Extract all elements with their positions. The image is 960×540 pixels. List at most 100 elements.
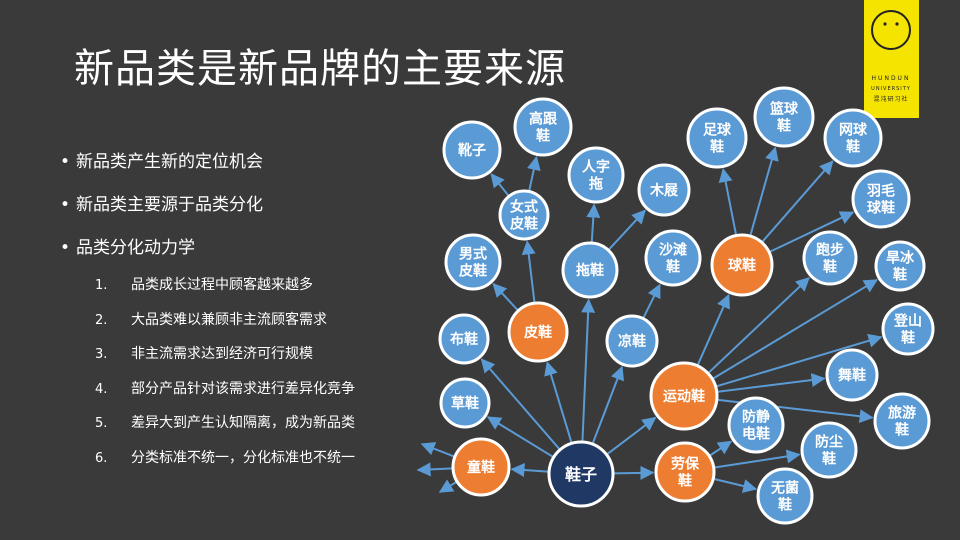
node-label: 运动鞋 <box>663 388 705 405</box>
step-item: 2. 大品类难以兼顾非主流顾客需求 <box>95 307 355 342</box>
step-number: 5. <box>95 416 108 431</box>
edge-yundong-hanbing <box>711 279 879 380</box>
bullet-item: •新品类主要源于品类分化 <box>60 191 263 234</box>
step-text: 品类成长过程中顾客越来越多 <box>131 277 313 293</box>
edge-xiezi-tuoxie <box>581 298 596 443</box>
node-xuezi: 靴子 <box>442 120 502 180</box>
bullet-text: 新品类主要源于品类分化 <box>76 195 263 215</box>
node-label: 人字 <box>582 159 610 176</box>
node-circle <box>823 108 883 168</box>
edge-tuoxie-renzituo <box>586 203 601 244</box>
node-label: 网球 <box>839 122 868 139</box>
node-circle <box>686 107 748 169</box>
node-dengshan: 登山鞋 <box>881 302 935 356</box>
node-label: 足球 <box>703 122 732 139</box>
node-buxie: 布鞋 <box>438 313 490 365</box>
step-item: 4.部分产品针对该需求进行差异化竞争 <box>95 376 355 411</box>
step-item: 1. 品类成长过程中顾客越来越多 <box>95 272 355 307</box>
node-circle <box>802 230 858 286</box>
bullet-dot: • <box>60 238 71 258</box>
bullet-text: 新品类产生新的定位机会 <box>76 152 263 172</box>
node-muji: 木屐 <box>637 163 691 217</box>
node-circle <box>444 233 502 291</box>
node-label: 鞋 <box>666 259 680 276</box>
step-text: 大品类难以兼顾非主流顾客需求 <box>131 311 327 328</box>
edge-xiezi-tongxie <box>510 463 550 478</box>
node-label: 鞋 <box>710 139 724 156</box>
edge-xiezi-buxie <box>480 358 561 451</box>
edge-liangxie-shatan <box>642 283 661 320</box>
logo-line2: UNIVERSITY <box>871 86 911 92</box>
node-renzituo: 人字拖 <box>567 146 625 204</box>
logo-dot-icon <box>895 22 899 26</box>
node-label: 鞋 <box>536 128 550 145</box>
node-circle <box>637 163 691 217</box>
node-label: 鞋 <box>901 330 915 347</box>
node-circle <box>513 97 573 157</box>
node-label: 球鞋 <box>867 200 895 217</box>
node-label: 男式 <box>459 246 487 263</box>
step-item: 6.分类标准不统一，分化标准也不统一 <box>95 445 355 480</box>
node-label: 鞋 <box>777 118 791 135</box>
bullet-item: •新品类产生新的定位机会 <box>60 148 263 191</box>
step-number: 2. <box>95 312 108 328</box>
node-liangxie: 凉鞋 <box>605 314 659 368</box>
step-number: 1. <box>95 278 108 293</box>
node-wujun: 无菌鞋 <box>756 467 814 525</box>
edge-laobao-fangjing <box>708 440 733 457</box>
node-label: 无菌 <box>770 480 799 497</box>
node-circle <box>710 233 774 297</box>
node-fangchen: 防尘鞋 <box>800 421 858 479</box>
node-circle <box>561 241 619 299</box>
node-circle <box>438 313 490 365</box>
edge-tongxie-out-3 <box>438 479 458 493</box>
node-label: 跑步 <box>816 242 844 259</box>
node-circle <box>851 169 911 229</box>
node-label: 童鞋 <box>467 459 495 476</box>
node-circle <box>439 377 491 429</box>
node-label: 鞋 <box>822 451 836 468</box>
bullet-list: •新品类产生新的定位机会 •新品类主要源于品类分化 •品类分化动力学 <box>60 148 263 277</box>
edge-tuoxie-muji <box>607 209 646 251</box>
node-laobao: 劳保鞋 <box>654 441 716 503</box>
node-label: 皮鞋 <box>458 263 487 280</box>
node-label: 凉鞋 <box>618 333 646 350</box>
node-zuqiu: 足球鞋 <box>686 107 748 169</box>
node-label: 靴子 <box>458 142 486 159</box>
node-label: 皮鞋 <box>523 324 552 341</box>
edge-qiuxie-yumao <box>768 211 855 254</box>
node-yundong: 运动鞋 <box>649 361 719 431</box>
node-label: 电鞋 <box>742 426 770 443</box>
node-wuxie: 舞鞋 <box>825 348 879 402</box>
node-circle <box>825 348 879 402</box>
step-item: 5. 差异大到产生认知隔离，成为新品类 <box>95 410 355 445</box>
edge-qiuxie-zuqiu <box>718 168 738 236</box>
node-label: 防静 <box>742 409 770 426</box>
node-gaogen: 高跟鞋 <box>513 97 573 157</box>
node-label: 旅游 <box>888 405 916 422</box>
edge-xiezi-liangxie <box>591 365 624 445</box>
node-label: 布鞋 <box>450 331 478 348</box>
step-item: 3.非主流需求达到经济可行规模 <box>95 341 355 376</box>
node-xiezi: 鞋子 <box>547 440 615 508</box>
step-text: 非主流需求达到经济可行规模 <box>131 346 313 362</box>
node-circle <box>756 467 814 525</box>
bullet-dot: • <box>60 152 71 172</box>
node-label: 皮鞋 <box>509 216 538 233</box>
node-label: 鞋 <box>778 497 792 514</box>
edge-qiuxie-lanqiu <box>749 146 779 237</box>
node-circle <box>507 301 569 363</box>
node-tongxie: 童鞋 <box>451 437 511 497</box>
bullet-dot: • <box>60 195 71 215</box>
step-text: 差异大到产生认知隔离，成为新品类 <box>131 415 355 431</box>
node-label: 拖鞋 <box>576 262 604 279</box>
edge-xiezi-pixie <box>544 361 573 444</box>
node-label: 登山 <box>893 313 922 330</box>
edge-xiezi-yundong <box>605 416 657 456</box>
node-label: 劳保 <box>671 456 700 473</box>
edge-xiezi-laobao <box>612 465 655 480</box>
